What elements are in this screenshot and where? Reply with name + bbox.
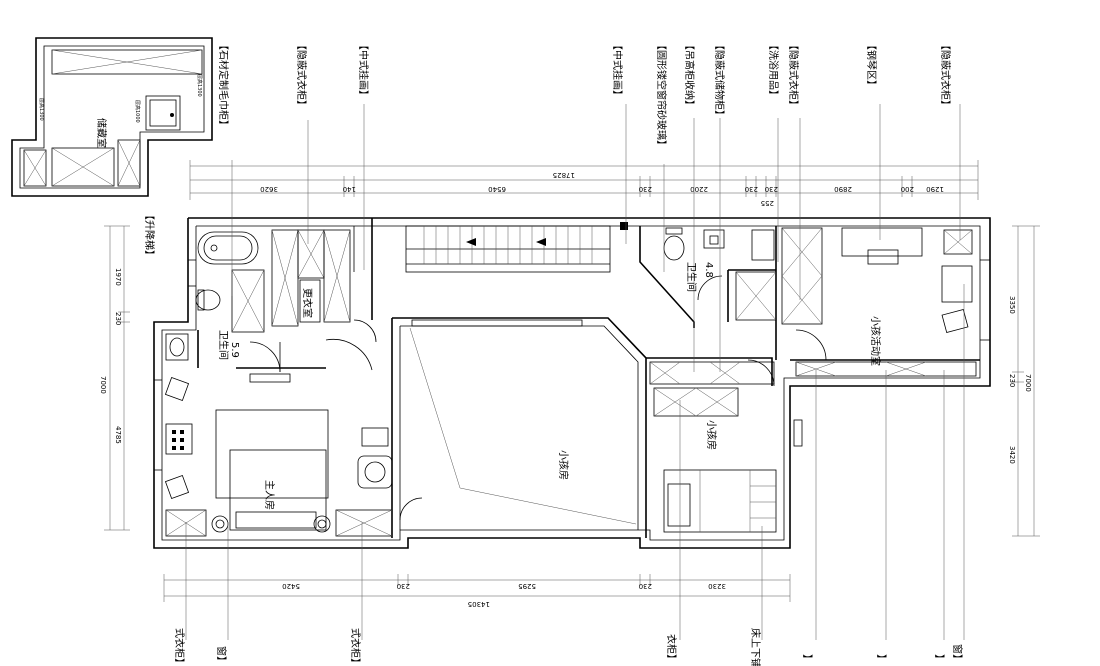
label-hidden-storage: 【隐蔽式储物柜】 <box>713 40 726 120</box>
wardrobe-label: 更衣室 <box>301 288 314 318</box>
label-bottom-4: 衣柜】 <box>665 634 678 664</box>
staircase <box>405 222 628 273</box>
storage-height-note-1: 层高1300 <box>38 98 45 121</box>
label-bottom-8: 】 <box>933 654 945 664</box>
child-room-small-label: 小孩房 <box>705 420 718 450</box>
master-bath-fixtures <box>165 229 377 373</box>
storage-height-note-3: 层高1300 <box>196 74 203 97</box>
dim-bottom-5: 3230 <box>708 582 726 590</box>
dim-right-1: 3350 <box>1008 296 1016 314</box>
storage-room-label: 储藏室 <box>95 118 108 148</box>
right-dimensions: 3350 230 3420 7000 <box>1008 225 1040 537</box>
interior-walls <box>197 218 980 548</box>
bath-right-label: 卫生间 <box>685 262 698 292</box>
label-bottom-5: 床上下铺】 <box>749 628 762 666</box>
dim-bottom-1: 5420 <box>282 582 300 590</box>
annotation-labels: 【石材定制毛巾柜】 【隐蔽式衣柜】 【中式挂画】 【中式挂画】 【圆形镂空窗帘砂… <box>143 40 964 666</box>
child-room-large-label: 小孩房 <box>557 450 570 480</box>
label-piano-area: 【钢琴区】 <box>865 40 878 90</box>
label-chinese-painting-2: 【中式挂画】 <box>611 40 624 100</box>
dim-top-5: 2200 <box>690 185 708 193</box>
wardrobe-cabinets <box>271 229 351 327</box>
label-hidden-wardrobe-2: 【隐蔽式衣柜】 <box>787 40 800 110</box>
label-bottom-6: 】 <box>801 654 813 664</box>
dim-top-6: 230 <box>745 185 758 193</box>
dim-left-1: 1970 <box>114 268 122 286</box>
child-room-large-interior <box>399 319 637 525</box>
dim-top-1: 3620 <box>260 185 278 193</box>
dim-left-2: 230 <box>114 312 122 325</box>
master-bedroom-label: 主人房 <box>263 480 276 510</box>
outer-walls <box>153 217 991 549</box>
label-bottom-3: 式衣柜】 <box>349 628 362 666</box>
child-room-small-interior <box>649 359 803 533</box>
label-hidden-wardrobe-3: 【隐蔽式衣柜】 <box>939 40 952 110</box>
dim-top-4: 230 <box>639 185 652 193</box>
dim-right-3: 3420 <box>1008 446 1016 464</box>
dim-top-2: 140 <box>343 185 356 193</box>
dim-bottom-2: 230 <box>397 582 410 590</box>
leader-lines <box>185 104 965 640</box>
master-bedroom-furniture <box>164 339 393 537</box>
kids-activity-label: 小孩活动室 <box>869 316 882 366</box>
dim-top-3: 6540 <box>488 185 506 193</box>
label-bottom-1: 式衣柜】 <box>173 628 186 666</box>
storage-height-note-2: 层高1000 <box>134 100 141 123</box>
bottom-dimensions: 5420 230 5295 230 3230 14305 <box>163 574 791 608</box>
left-dimensions: 1970 230 4785 7000 <box>99 225 130 531</box>
dim-bottom-4: 230 <box>639 582 652 590</box>
dim-top-7: 230 <box>765 185 778 193</box>
dim-top-sub: 255 <box>761 199 774 207</box>
dim-top-total: 17825 <box>553 171 575 179</box>
dim-bottom-3: 5295 <box>518 582 536 590</box>
label-bath-supplies: 【洗浴用品】 <box>767 40 779 100</box>
dim-left-total: 7000 <box>99 376 107 394</box>
top-dimensions: 17825 3620 140 6540 230 2200 230 230 289… <box>189 160 979 207</box>
dim-top-9: 200 <box>901 185 914 193</box>
label-bottom-2: 窗】 <box>215 646 228 666</box>
dim-top-10: 1290 <box>926 185 944 193</box>
dim-top-8: 2890 <box>834 185 852 193</box>
label-bottom-7: 】 <box>875 654 887 664</box>
dim-bottom-total: 14305 <box>468 600 490 608</box>
label-lift-stair: 【升降梯】 <box>143 210 156 260</box>
room-labels: 主人房 小孩房 小孩房 小孩活动室 更衣室 卫生间 5.9 卫生间 4.8 <box>217 262 882 510</box>
label-ceiling-storage: 【吊高柜收纳】 <box>683 40 696 110</box>
label-stone-towel-cabinet: 【石材定制毛巾柜】 <box>217 40 230 130</box>
bath-right-area: 4.8 <box>703 262 714 278</box>
bath-left-area: 5.9 <box>229 342 240 358</box>
right-bath-fixtures <box>663 227 777 321</box>
label-chinese-painting-1: 【中式挂画】 <box>357 40 370 100</box>
dim-right-2: 230 <box>1008 374 1016 387</box>
label-arch-partition: 【圆形镂空窗帘砂玻璃】 <box>655 40 668 150</box>
dim-left-3: 4785 <box>114 426 122 444</box>
bath-left-label: 卫生间 <box>217 330 230 360</box>
storage-room-plan: 储藏室 层高1300 层高1000 层高1300 <box>11 37 213 197</box>
label-bottom-9: 窗】 <box>951 644 964 664</box>
dim-right-total: 7000 <box>1024 374 1032 392</box>
label-hidden-wardrobe-1: 【隐蔽式衣柜】 <box>295 40 308 110</box>
